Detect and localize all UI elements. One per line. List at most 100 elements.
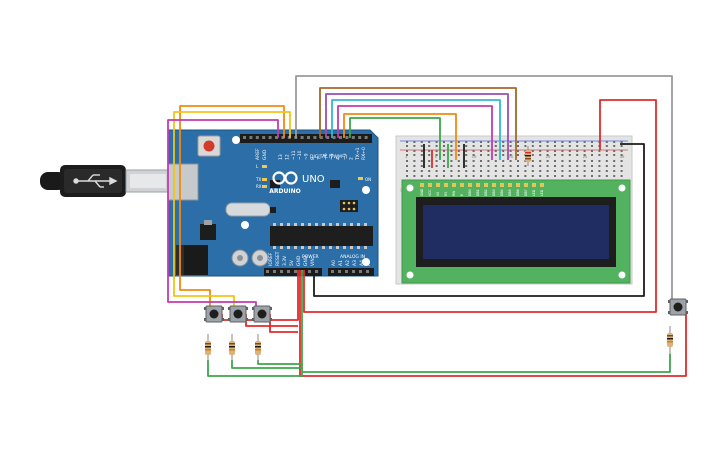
lcd-pin-label: GND <box>420 188 424 196</box>
header-pin[interactable] <box>307 136 310 139</box>
breadboard-col-label: 5 <box>435 156 438 160</box>
lcd-mount-hole <box>406 271 414 279</box>
lcd-pin-label: RS <box>444 192 448 196</box>
crystal-oscillator <box>225 202 271 217</box>
ioref-pin-label: IOREF <box>268 252 274 266</box>
header-pin[interactable] <box>313 136 317 139</box>
header-pin[interactable] <box>280 270 283 273</box>
wire-magenta-btn[interactable] <box>167 119 279 306</box>
resistor-breadboard[interactable] <box>525 146 531 166</box>
wire-gray[interactable] <box>295 75 673 300</box>
lcd-pin[interactable] <box>420 183 424 187</box>
header-pin[interactable] <box>319 136 323 139</box>
analog-header <box>328 268 374 276</box>
wire-purple[interactable] <box>325 93 509 160</box>
header-pin[interactable] <box>262 136 266 139</box>
lcd-pin[interactable] <box>460 183 464 187</box>
usb-port <box>167 163 199 201</box>
header-pin[interactable] <box>255 136 259 139</box>
resistor[interactable] <box>229 334 235 362</box>
lcd-pin[interactable] <box>428 183 432 187</box>
wire-yellow-btn[interactable] <box>173 111 291 306</box>
analog-in-label: ANALOG IN <box>340 254 365 260</box>
lcd-pin[interactable] <box>484 183 488 187</box>
header-pin[interactable] <box>345 270 348 273</box>
lcd-pin[interactable] <box>516 183 520 187</box>
lcd-pin[interactable] <box>540 183 544 187</box>
header-pin[interactable] <box>300 136 304 139</box>
lcd-pin[interactable] <box>436 183 440 187</box>
reset-pin-label: RESET <box>275 251 281 266</box>
header-pin[interactable] <box>331 270 334 273</box>
lcd-screen <box>423 205 609 259</box>
header-pin[interactable] <box>358 136 362 139</box>
digital-pin-label: 2 <box>348 157 354 160</box>
digital-pwm-label: DIGITAL (PWM~) <box>310 154 348 160</box>
lcd-mount-hole <box>618 184 626 192</box>
lcd-pin-label: DB7 <box>524 189 528 196</box>
lcd-pin[interactable] <box>508 183 512 187</box>
wire-brown[interactable] <box>319 87 517 160</box>
lcd-pin[interactable] <box>532 183 536 187</box>
wire-red-buttons-3[interactable] <box>269 314 298 333</box>
header-pin[interactable] <box>359 270 362 273</box>
wire-red-right-btn[interactable] <box>299 270 687 377</box>
arduino-uno-board[interactable]: ARDUINO UNO DIGITAL (PWM~) POWER ANALOG … <box>167 129 379 277</box>
usb-cable[interactable] <box>40 165 171 197</box>
header-pin[interactable] <box>275 136 278 139</box>
wire-cyan[interactable] <box>331 99 501 160</box>
header-pin[interactable] <box>294 270 297 273</box>
wire-green-gnd-2[interactable] <box>231 360 302 369</box>
wire-green-data[interactable] <box>349 117 441 160</box>
wire-green-gnd-right[interactable] <box>302 354 671 373</box>
resistor[interactable] <box>667 326 673 354</box>
push-button[interactable] <box>252 305 272 323</box>
header-pin[interactable] <box>243 136 246 139</box>
push-button[interactable] <box>668 298 688 316</box>
l-led <box>262 165 267 168</box>
header-pin[interactable] <box>308 270 311 273</box>
lcd-pin[interactable] <box>444 183 448 187</box>
header-pin[interactable] <box>287 270 290 273</box>
header-pin[interactable] <box>366 270 369 273</box>
wire-green-gnd-3[interactable] <box>257 360 302 365</box>
lcd-mount-hole <box>618 271 626 279</box>
header-pin[interactable] <box>345 136 349 139</box>
lcd-pin[interactable] <box>468 183 472 187</box>
push-button[interactable] <box>228 305 248 323</box>
header-pin[interactable] <box>326 136 330 139</box>
lcd-pin[interactable] <box>492 183 496 187</box>
wire-magenta[interactable] <box>337 105 493 160</box>
push-button[interactable] <box>204 305 224 323</box>
wire-green-gnd[interactable] <box>207 270 303 377</box>
lcd-pin[interactable] <box>524 183 528 187</box>
lcd-pin-label: DB2 <box>484 189 488 196</box>
wire-red-rail[interactable] <box>303 99 657 313</box>
lcd-pin[interactable] <box>476 183 480 187</box>
on-led <box>358 177 363 180</box>
power-header-label: POWER <box>302 254 319 260</box>
header-pin[interactable] <box>352 270 355 273</box>
usb-icon <box>73 174 118 188</box>
header-pin[interactable] <box>268 136 272 139</box>
header-pin[interactable] <box>351 136 355 139</box>
header-pin[interactable] <box>315 270 318 273</box>
resistor[interactable] <box>205 334 211 362</box>
header-pin[interactable] <box>281 136 285 139</box>
header-pin[interactable] <box>339 136 342 139</box>
header-pin[interactable] <box>273 270 276 273</box>
wire-black-rail[interactable] <box>313 143 645 297</box>
breadboard-col-label: 30 <box>620 156 625 160</box>
lcd-pin[interactable] <box>452 183 456 187</box>
wire-orange-data[interactable] <box>343 113 457 160</box>
header-pin[interactable] <box>266 270 269 273</box>
resistor[interactable] <box>255 334 261 362</box>
header-pin[interactable] <box>249 136 253 139</box>
lcd-pin[interactable] <box>500 183 504 187</box>
header-pin[interactable] <box>332 136 336 139</box>
header-pin[interactable] <box>338 270 341 273</box>
header-pin[interactable] <box>364 136 368 139</box>
